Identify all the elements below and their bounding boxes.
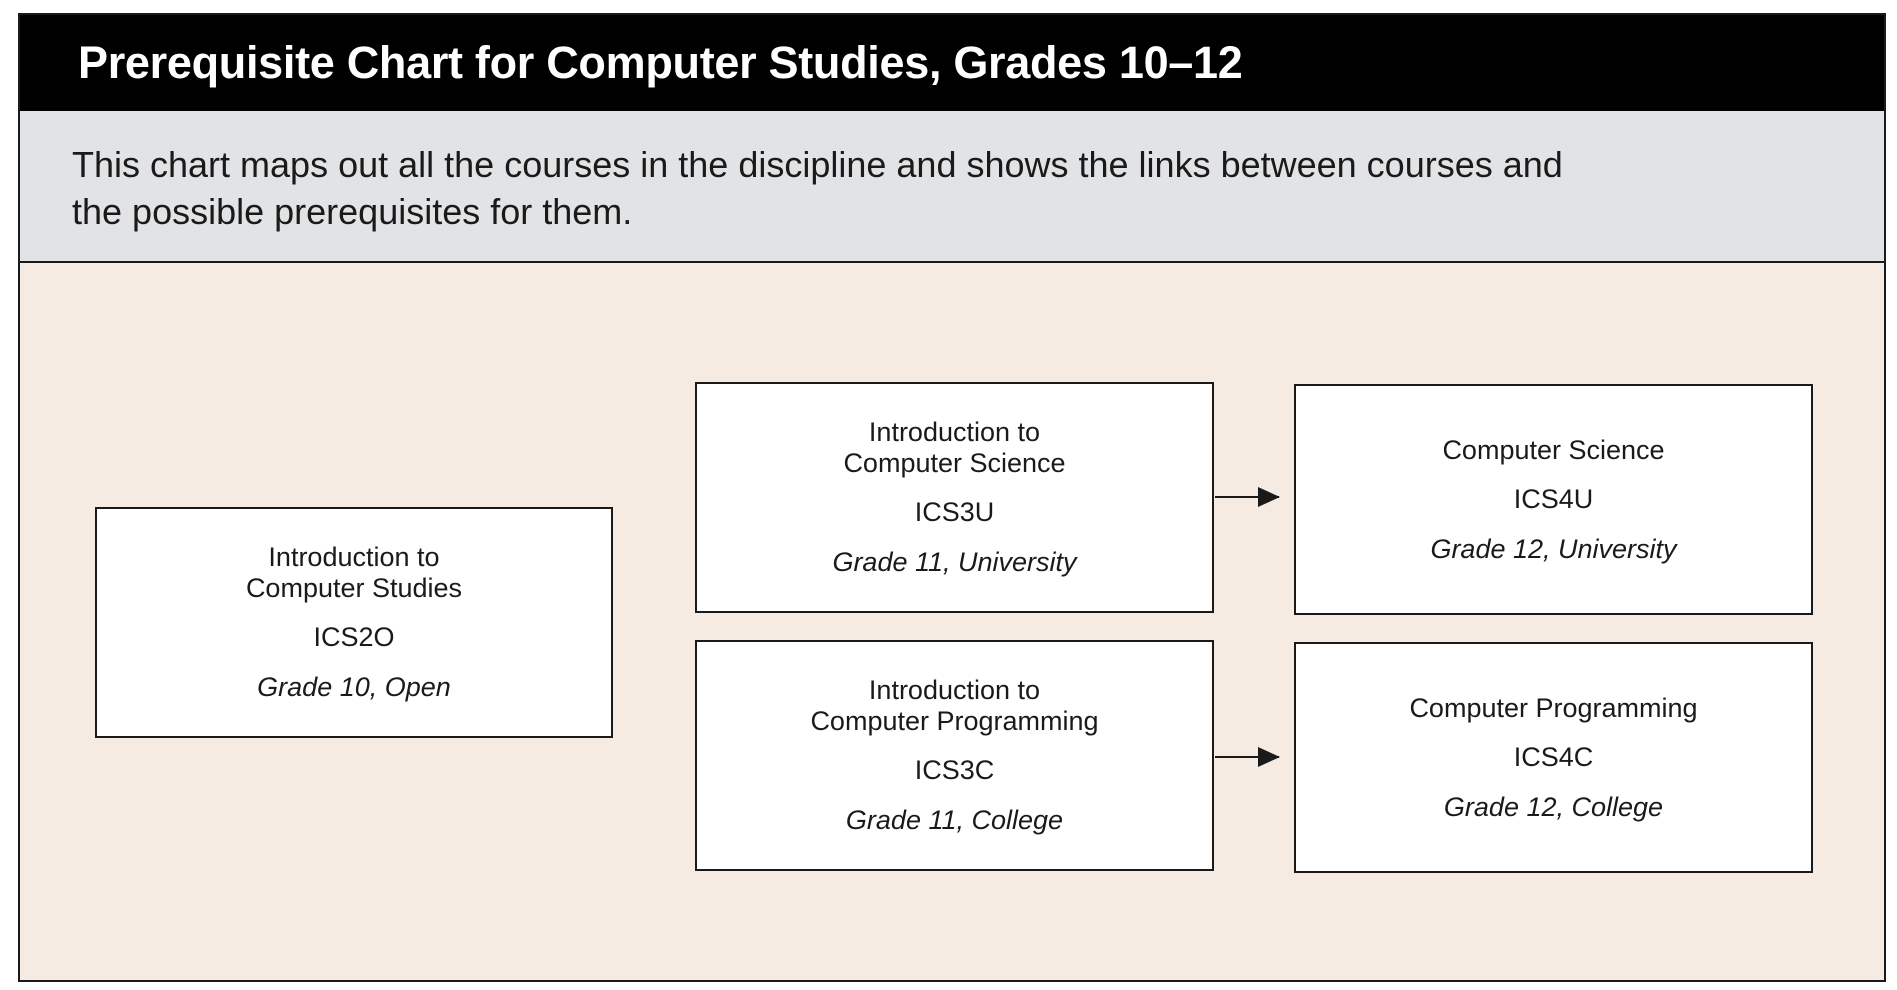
page-title: Prerequisite Chart for Computer Studies,… <box>78 37 1243 88</box>
intro-panel: This chart maps out all the courses in t… <box>20 111 1884 263</box>
course-name-line-1: Computer Programming <box>1409 692 1698 723</box>
course-name: Computer Science <box>1442 435 1664 466</box>
course-box-ics3u: Introduction to Computer Science ICS3U G… <box>695 382 1214 613</box>
course-box-ics4u: Computer Science ICS4U Grade 12, Univers… <box>1294 384 1813 615</box>
course-code: ICS2O <box>313 622 395 652</box>
intro-line-1: This chart maps out all the courses in t… <box>72 144 1563 185</box>
course-name-line-2: Computer Programming <box>810 706 1099 736</box>
course-name-line-1: Introduction to <box>868 417 1041 447</box>
course-code: ICS3U <box>914 497 995 527</box>
course-box-ics4c: Computer Programming ICS4C Grade 12, Col… <box>1294 642 1813 873</box>
course-name: Introduction to Computer Science <box>843 417 1065 479</box>
course-grade: Grade 10, Open <box>257 672 451 702</box>
course-name: Computer Programming <box>1409 693 1697 724</box>
course-code: ICS4U <box>1513 483 1594 514</box>
course-grade: Grade 11, University <box>832 547 1077 577</box>
course-box-ics3c: Introduction to Computer Programming ICS… <box>695 640 1214 871</box>
intro-line-2: the possible prerequisites for them. <box>72 191 633 232</box>
course-name-line-1: Introduction to <box>268 542 440 572</box>
course-code: ICS3C <box>914 755 995 785</box>
course-grade: Grade 12, University <box>1430 533 1677 564</box>
course-grade: Grade 12, College <box>1443 791 1664 822</box>
course-box-ics2o: Introduction to Computer Studies ICS2O G… <box>95 507 613 738</box>
course-code: ICS4C <box>1513 741 1594 772</box>
course-name-line-1: Computer Science <box>1442 434 1665 465</box>
course-name-line-2: Computer Studies <box>245 573 463 603</box>
course-name: Introduction to Computer Programming <box>810 675 1098 737</box>
course-name-line-2: Computer Science <box>843 448 1066 478</box>
course-grade: Grade 11, College <box>845 805 1064 835</box>
course-name-line-1: Introduction to <box>868 675 1041 705</box>
title-bar: Prerequisite Chart for Computer Studies,… <box>20 15 1884 111</box>
course-name: Introduction to Computer Studies <box>246 542 462 604</box>
intro-text: This chart maps out all the courses in t… <box>72 141 1652 235</box>
